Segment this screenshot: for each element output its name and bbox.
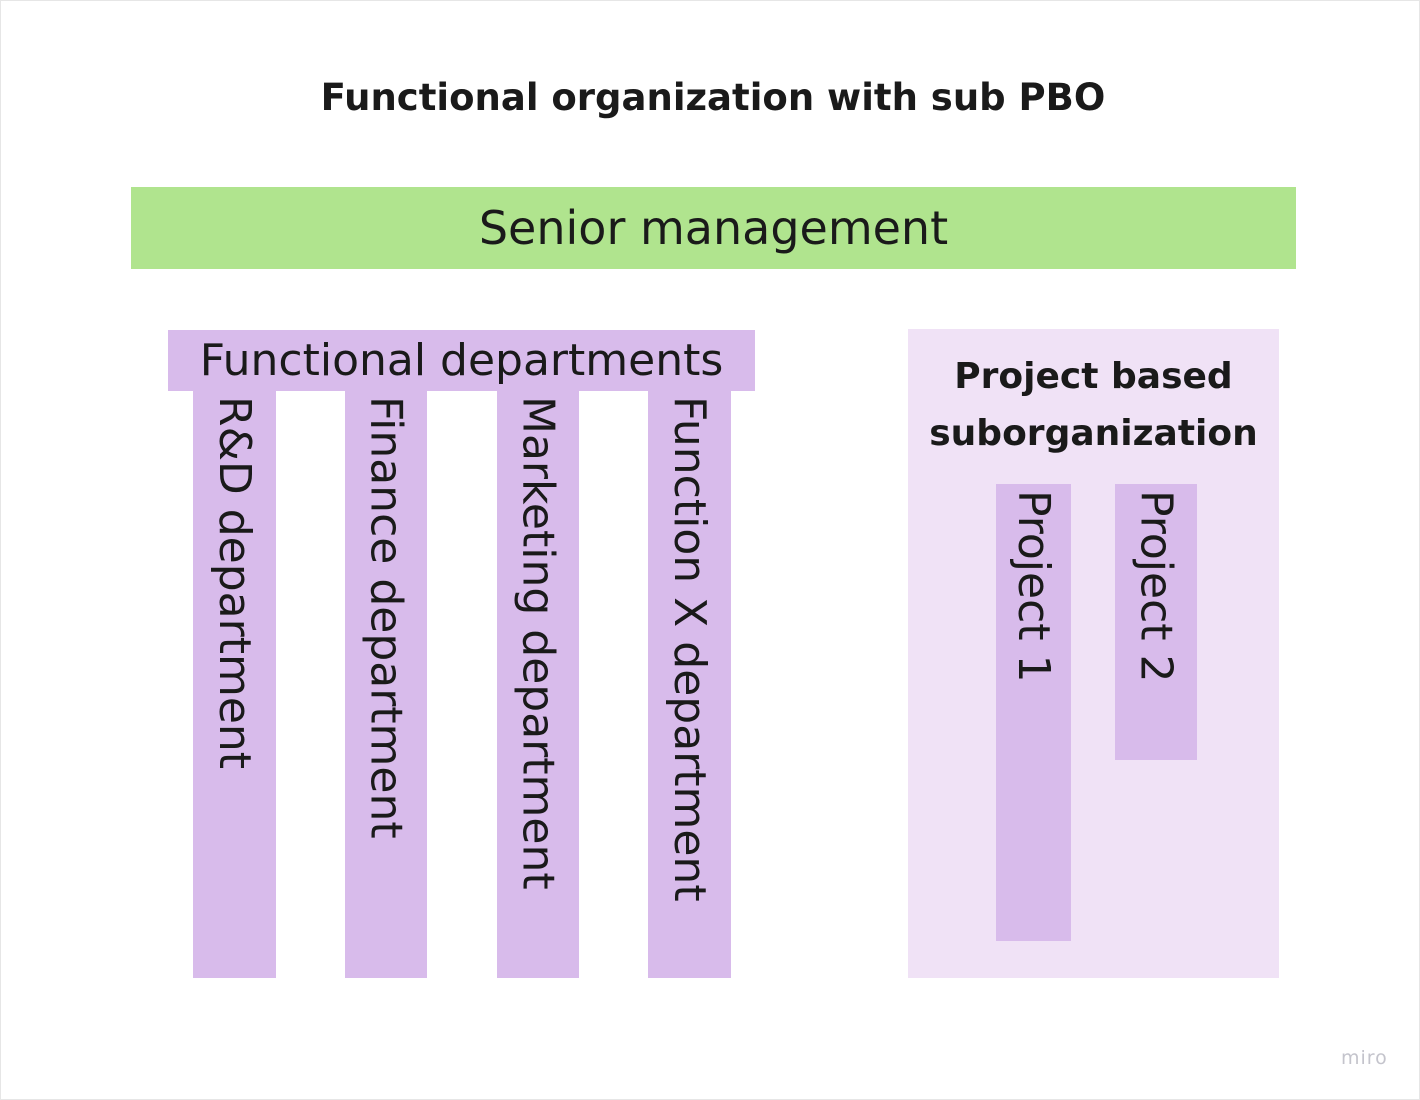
functional-departments-header[interactable]: Functional departments <box>168 330 755 391</box>
department-column-rd[interactable]: R&D department <box>193 390 276 978</box>
functional-departments-label: Functional departments <box>199 335 724 386</box>
pbo-title-line1: Project based <box>954 356 1233 397</box>
diagram-title: Functional organization with sub PBO <box>320 76 1106 119</box>
miro-watermark: miro <box>1341 1047 1388 1069</box>
senior-management-box[interactable]: Senior management <box>131 187 1296 269</box>
department-label: Marketing department <box>512 396 564 890</box>
project-label: Project 1 <box>1008 490 1059 683</box>
department-column-marketing[interactable]: Marketing department <box>497 390 579 978</box>
project-2-column[interactable]: Project 2 <box>1115 484 1197 760</box>
department-label: Function X department <box>664 396 715 902</box>
senior-management-label: Senior management <box>478 201 949 255</box>
department-label: R&D department <box>209 396 260 770</box>
department-column-function-x[interactable]: Function X department <box>648 390 731 978</box>
department-column-finance[interactable]: Finance department <box>345 390 427 978</box>
department-label: Finance department <box>360 396 412 839</box>
project-label: Project 2 <box>1130 490 1182 683</box>
pbo-container[interactable] <box>908 329 1279 978</box>
pbo-title-line2: suborganization <box>929 413 1258 454</box>
pbo-title: Project based suborganization <box>908 348 1279 462</box>
project-1-column[interactable]: Project 1 <box>996 484 1071 941</box>
